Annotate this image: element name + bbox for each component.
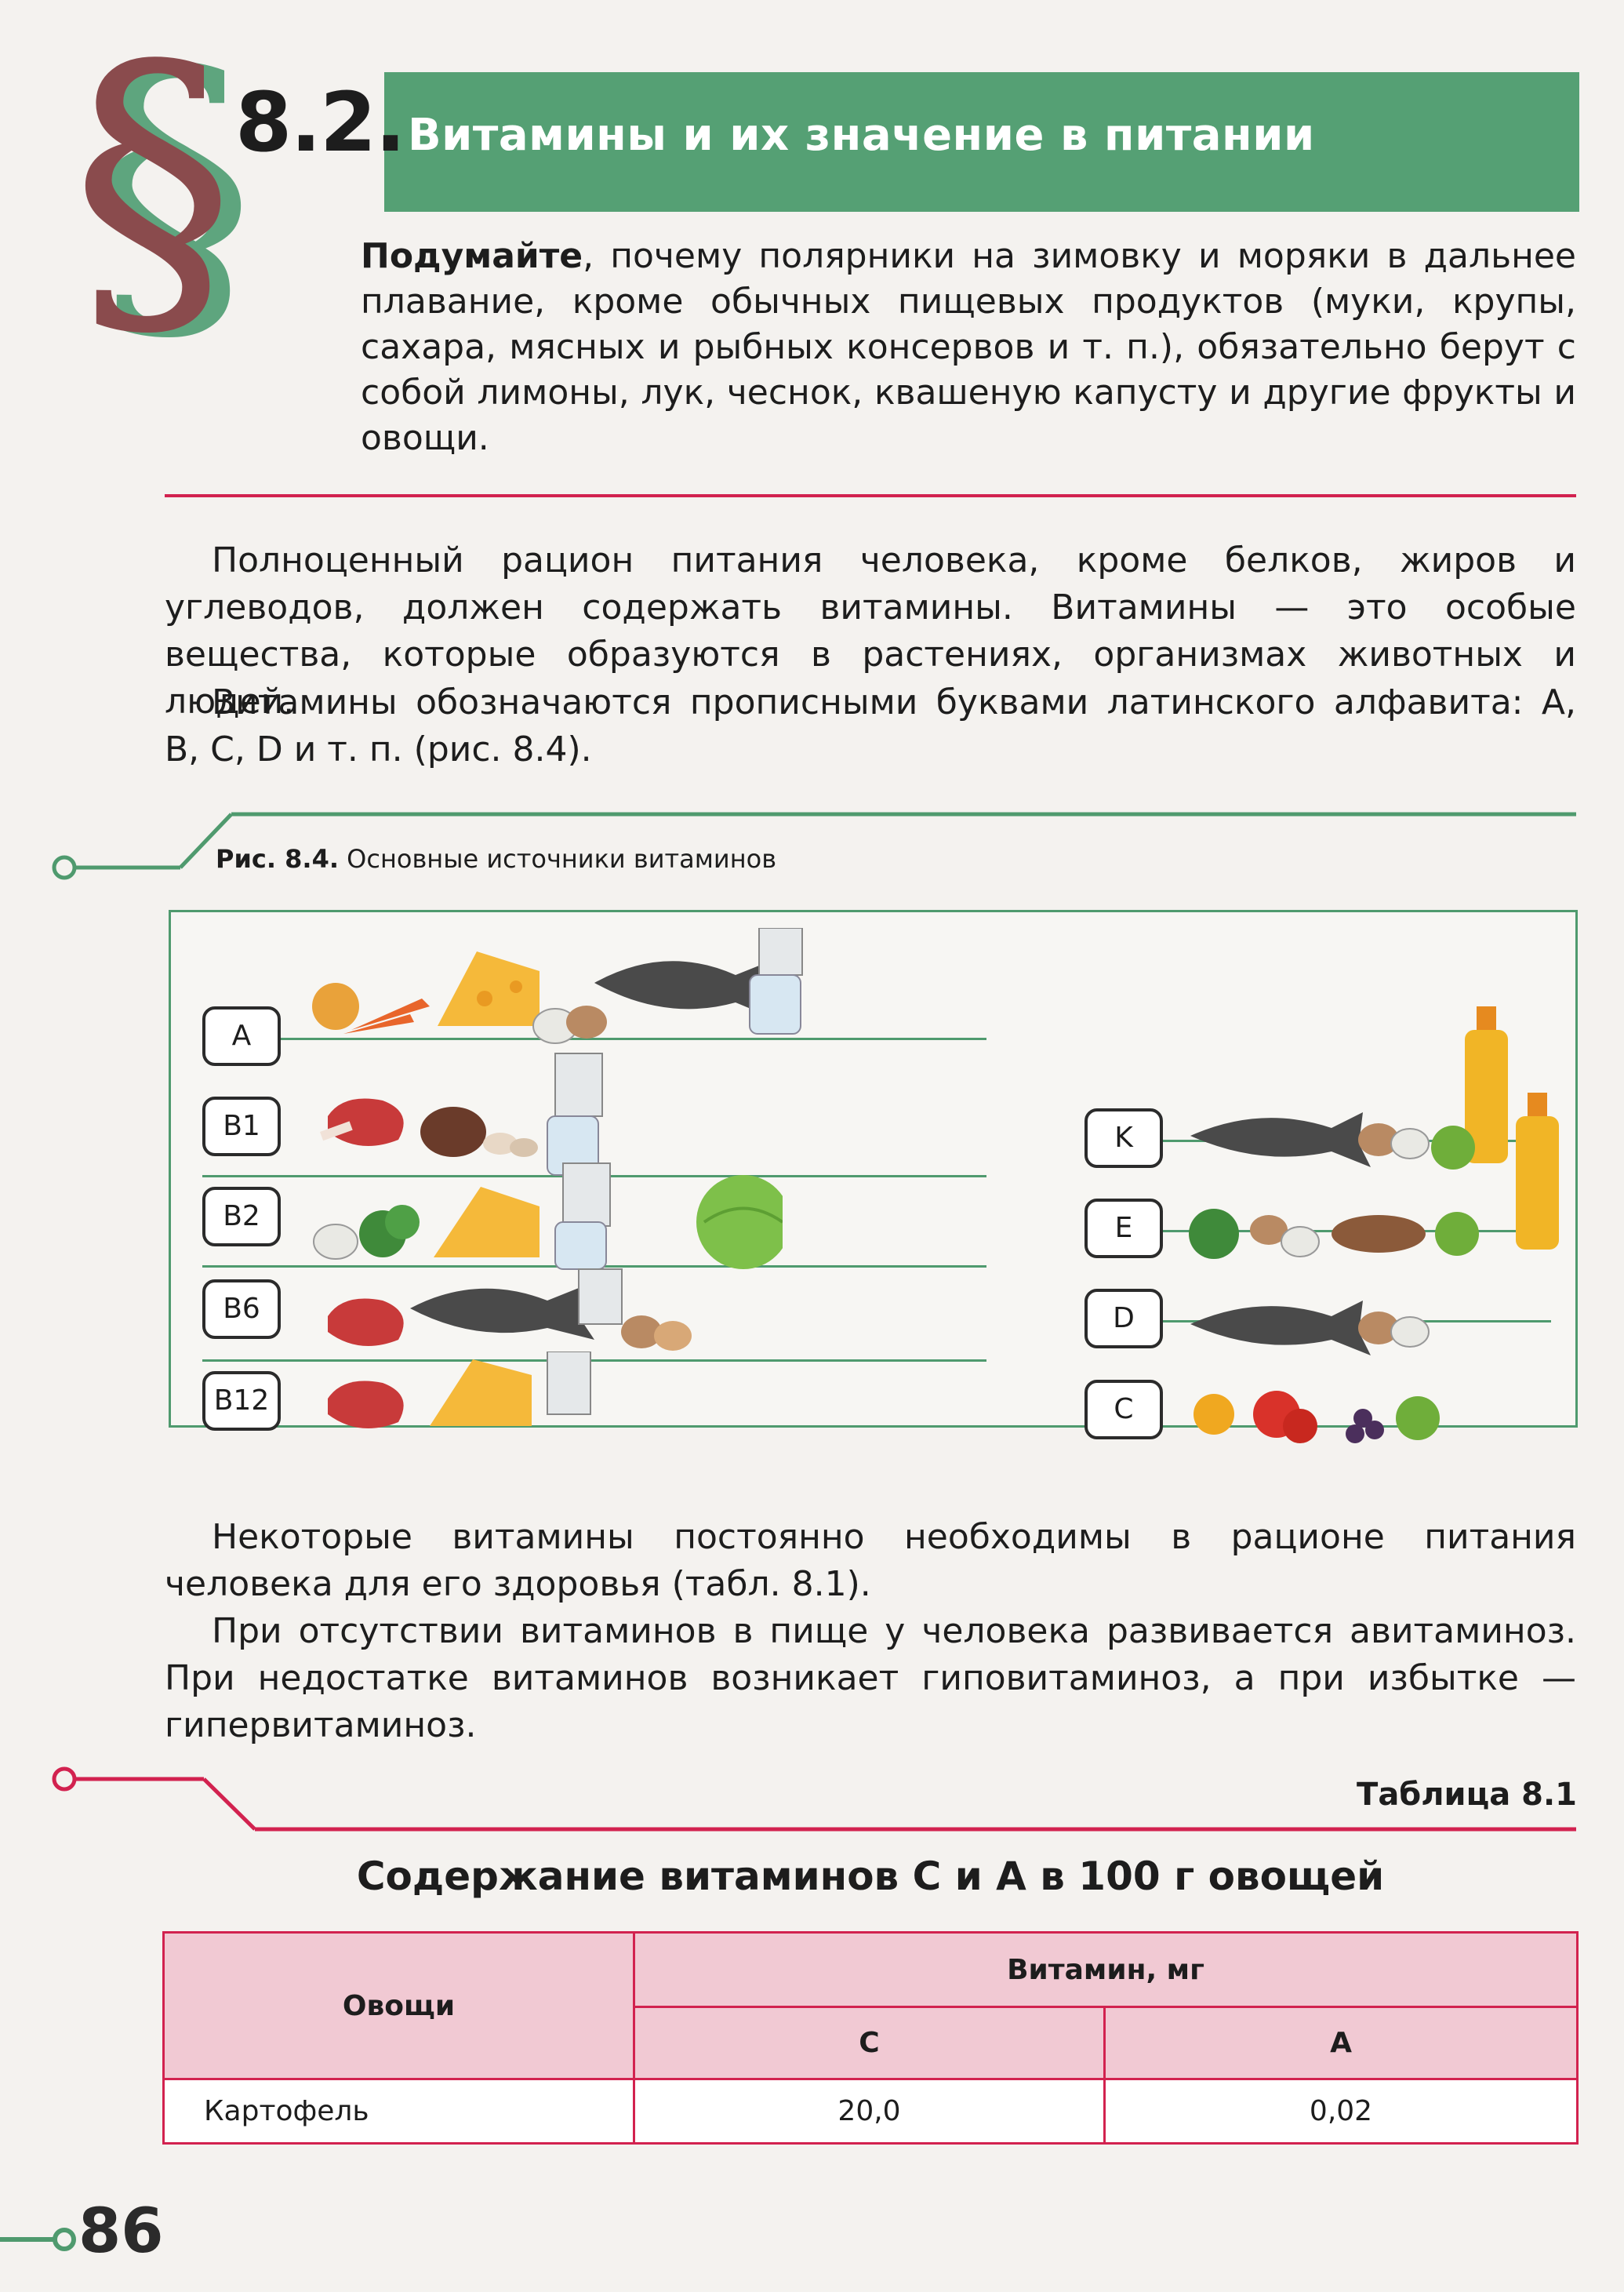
vitamin-badge-b1: B1	[202, 1097, 281, 1156]
header-vegetables: Овощи	[162, 1931, 635, 2080]
cell-vegetable: Картофель	[162, 2078, 635, 2145]
figure-caption-text: Основные источники витаминов	[347, 844, 777, 874]
table-connector	[52, 1766, 1576, 1832]
row-divider	[1084, 1230, 1551, 1232]
vitamin-badge-b2: B2	[202, 1187, 281, 1246]
header-a: A	[1103, 2006, 1579, 2080]
vitamin-badge-k: K	[1084, 1108, 1163, 1168]
vitamin-badge-b12: B12	[202, 1371, 281, 1431]
oil-bottles-icon	[1465, 1006, 1559, 1250]
think-underline	[165, 494, 1576, 497]
vitamin-badge-a: A	[202, 1006, 281, 1066]
page-number-connector	[0, 2228, 76, 2251]
section-number: 8.2.	[235, 75, 406, 170]
vitamin-badge-c: C	[1084, 1380, 1163, 1439]
table-title: Содержание витаминов С и А в 100 г овоще…	[356, 1854, 1385, 1899]
section-title: Витамины и их значение в питании	[408, 110, 1315, 161]
header-vitamin: Витамин, мг	[633, 1931, 1579, 2008]
cell-vitamin-c: 20,0	[633, 2078, 1106, 2145]
think-question: Подумайте, почему полярники на зимовку и…	[361, 234, 1576, 461]
row-divider	[202, 1038, 986, 1040]
food-row-d-icon	[1190, 1301, 1430, 1355]
vitamin-badge-e: E	[1084, 1199, 1163, 1258]
food-row-b6-icon	[328, 1268, 692, 1351]
food-row-c-icon	[1193, 1391, 1440, 1443]
paragraph-3: Некоторые витамины постоянно необходимы …	[165, 1517, 1576, 1604]
paragraph-4: При отсутствии витаминов в пище у челове…	[165, 1611, 1576, 1745]
think-text: , почему полярники на зимовку и моряки в…	[361, 236, 1576, 458]
title-bar	[384, 72, 1579, 212]
figure-label: Рис. 8.4.	[216, 844, 339, 874]
food-row-b1-icon	[319, 1053, 603, 1176]
food-row-k-icon	[1190, 1112, 1475, 1170]
section-sign-icon: § §	[71, 0, 256, 384]
header-c: C	[633, 2006, 1106, 2080]
vitamin-badge-d: D	[1084, 1289, 1163, 1348]
table-row: Картофель 20,0 0,02	[162, 2078, 1579, 2145]
food-row-b12-icon	[328, 1352, 591, 1428]
paragraph-2: Витамины обозначаются прописными буквами…	[165, 682, 1576, 769]
page-number: 86	[78, 2196, 164, 2267]
think-lead: Подумайте	[361, 236, 583, 276]
food-row-e-icon	[1189, 1209, 1479, 1259]
vitamin-badge-b6: B6	[202, 1279, 281, 1339]
food-row-b2-icon	[313, 1162, 783, 1270]
figure-caption: Рис. 8.4. Основные источники витаминов	[216, 843, 776, 875]
cell-vitamin-a: 0,02	[1103, 2078, 1579, 2145]
vitamin-table: Овощи Витамин, мг C A Картофель 20,0 0,0…	[162, 1931, 1579, 2145]
food-row-a-icon	[312, 928, 803, 1044]
vitamin-sources-figure: A B1 B2 B6 B12 K E D C	[169, 910, 1578, 1443]
row-divider	[202, 1359, 986, 1362]
figure-connector	[52, 812, 1576, 880]
table-label: Таблица 8.1	[1357, 1777, 1577, 1813]
paragraph-1: Полноценный рацион питания человека, кро…	[165, 540, 1576, 722]
